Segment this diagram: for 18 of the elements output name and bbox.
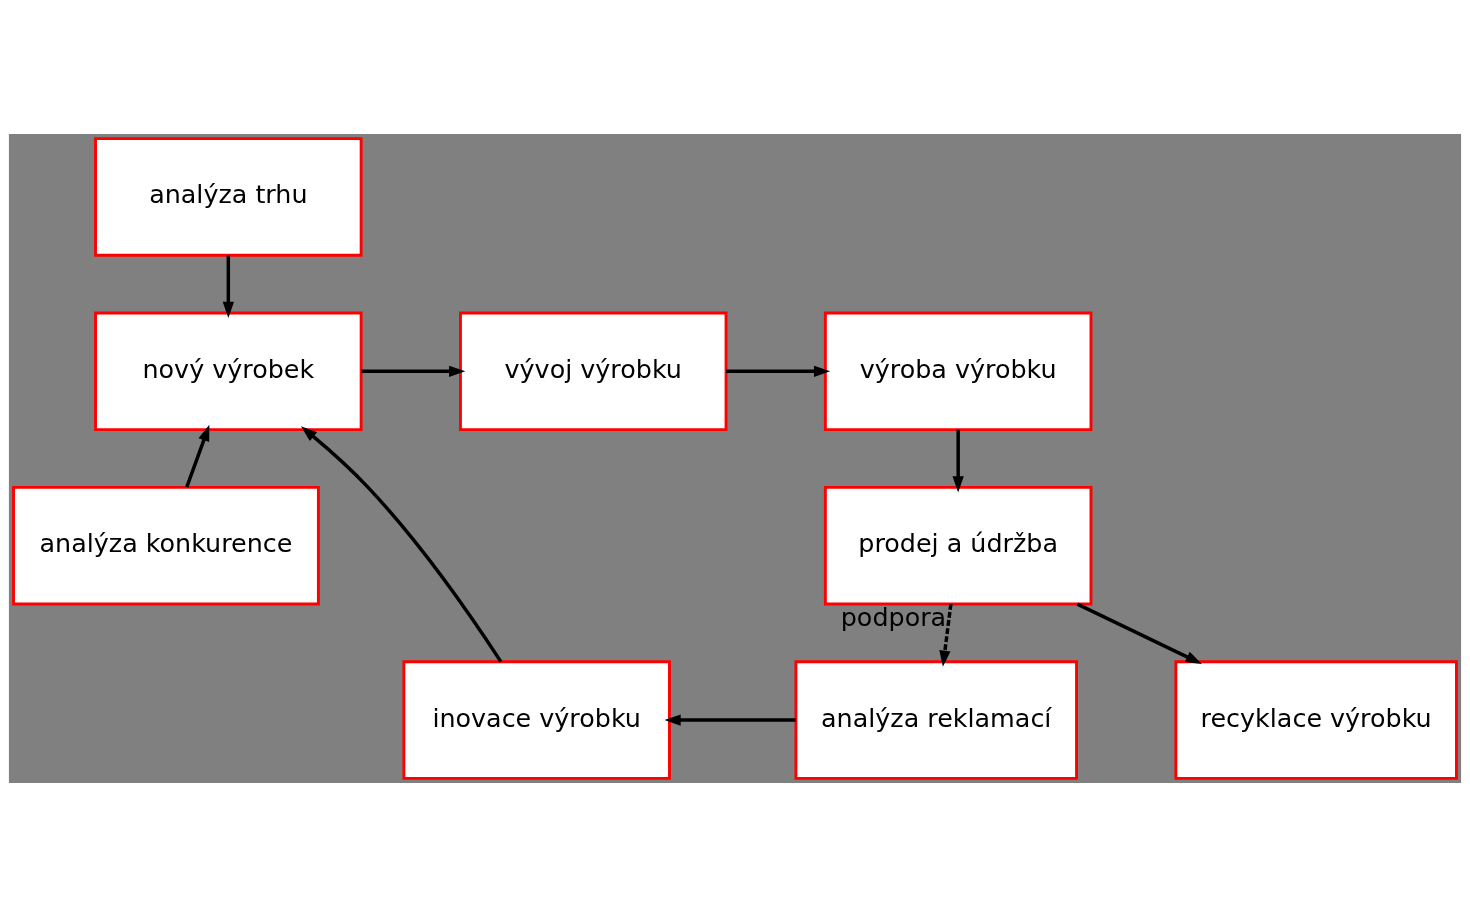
arrow xyxy=(361,365,466,377)
node-box: inovace výrobku xyxy=(402,660,671,780)
arrow xyxy=(222,255,234,319)
arrow xyxy=(952,429,964,493)
node-box: vývoj výrobku xyxy=(459,311,728,432)
arrow xyxy=(300,426,503,663)
node-box: analýza trhu xyxy=(94,137,363,257)
arrow xyxy=(939,603,953,667)
arrow xyxy=(664,714,796,726)
node-box: recyklace výrobku xyxy=(1174,660,1458,780)
node-box: výroba výrobku xyxy=(823,311,1093,432)
arrow xyxy=(1076,602,1202,664)
node-box: analýza reklamací xyxy=(794,660,1078,780)
arrow xyxy=(185,424,210,488)
arrow xyxy=(726,365,831,377)
node-box: nový výrobek xyxy=(94,311,363,432)
node-box: prodej a údržba xyxy=(823,485,1093,606)
node-box: analýza konkurence xyxy=(12,485,320,606)
